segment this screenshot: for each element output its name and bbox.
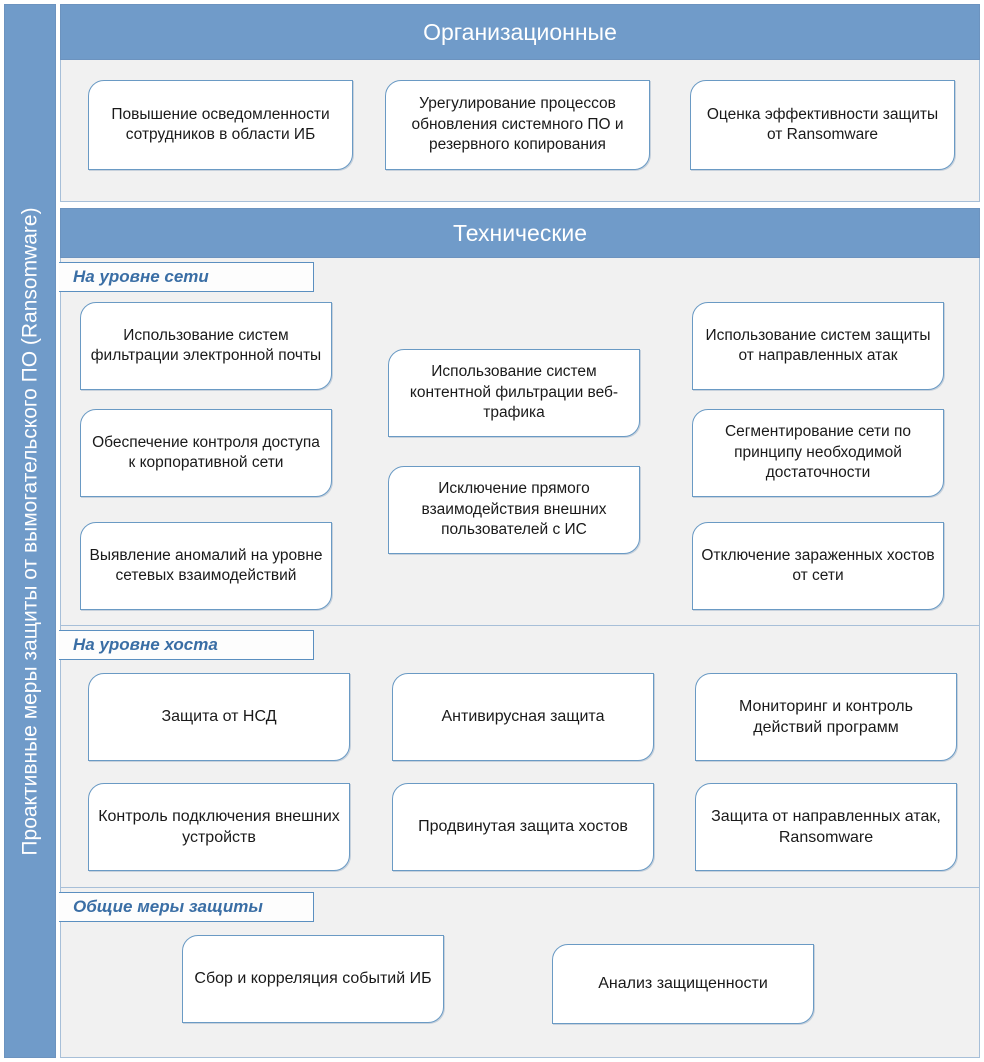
node-net-segmentation[interactable]: Сегментирование сети по принципу необход… bbox=[692, 409, 944, 497]
sublabel-text: На уровне сети bbox=[73, 267, 209, 286]
node-label: Отключение зараженных хостов от сети bbox=[701, 546, 935, 584]
section-header-organizational: Организационные bbox=[60, 4, 980, 60]
node-general-security-analysis[interactable]: Анализ защищенности bbox=[552, 944, 814, 1024]
node-host-advanced-protection[interactable]: Продвинутая защита хостов bbox=[392, 783, 654, 871]
node-label: Исключение прямого взаимодействия внешни… bbox=[421, 480, 607, 539]
node-label: Сегментирование сети по принципу необход… bbox=[724, 423, 912, 482]
node-label: Использование систем защиты от направлен… bbox=[705, 326, 931, 364]
node-label: Анализ защищенности bbox=[598, 975, 768, 993]
node-net-access-control[interactable]: Обеспечение контроля доступа к корпорати… bbox=[80, 409, 332, 497]
node-label: Выявление аномалий на уровне сетевых вза… bbox=[89, 546, 323, 584]
sublabel-text: Общие меры защиты bbox=[73, 897, 263, 916]
node-label: Контроль подключения внешних устройств bbox=[98, 807, 340, 846]
node-org-awareness[interactable]: Повышение осведомленности сотрудников в … bbox=[88, 80, 353, 170]
node-label: Урегулирование процессов обновления сист… bbox=[411, 95, 624, 154]
sublabel-network-level: На уровне сети bbox=[59, 262, 314, 292]
node-label: Защита от НСД bbox=[161, 708, 277, 726]
node-net-isolate-infected-hosts[interactable]: Отключение зараженных хостов от сети bbox=[692, 522, 944, 610]
diagram-vertical-title: Проактивные меры защиты от вымогательско… bbox=[18, 206, 42, 856]
node-label: Использование систем контентной фильтрац… bbox=[409, 363, 619, 422]
node-org-effectiveness[interactable]: Оценка эффективности защиты от Ransomwar… bbox=[690, 80, 955, 170]
node-net-targeted-attack-protection[interactable]: Использование систем защиты от направлен… bbox=[692, 302, 944, 390]
section-header-technical: Технические bbox=[60, 208, 980, 258]
node-net-anomaly-detection[interactable]: Выявление аномалий на уровне сетевых вза… bbox=[80, 522, 332, 610]
sublabel-general-measures: Общие меры защиты bbox=[59, 892, 314, 922]
node-net-no-direct-interaction[interactable]: Исключение прямого взаимодействия внешни… bbox=[388, 466, 640, 554]
node-host-targeted-attack-ransomware[interactable]: Защита от направленных атак, Ransomware bbox=[695, 783, 957, 871]
sublabel-host-level: На уровне хоста bbox=[59, 630, 314, 660]
node-label: Оценка эффективности защиты от Ransomwar… bbox=[706, 105, 939, 143]
node-host-program-monitoring[interactable]: Мониторинг и контроль действий программ bbox=[695, 673, 957, 761]
node-general-event-correlation[interactable]: Сбор и корреляция событий ИБ bbox=[182, 935, 444, 1023]
node-host-antivirus[interactable]: Антивирусная защита bbox=[392, 673, 654, 761]
node-label: Продвинутая защита хостов bbox=[418, 818, 628, 836]
node-label: Использование систем фильтрации электрон… bbox=[90, 326, 322, 364]
node-host-unauthorized-access[interactable]: Защита от НСД bbox=[88, 673, 350, 761]
node-label: Сбор и корреляция событий ИБ bbox=[194, 970, 432, 988]
node-label: Мониторинг и контроль действий программ bbox=[739, 697, 913, 736]
diagram-vertical-title-bar: Проактивные меры защиты от вымогательско… bbox=[4, 4, 56, 1058]
node-label: Защита от направленных атак, Ransomware bbox=[711, 807, 941, 846]
node-org-update-backup[interactable]: Урегулирование процессов обновления сист… bbox=[385, 80, 650, 170]
node-net-web-content-filter[interactable]: Использование систем контентной фильтрац… bbox=[388, 349, 640, 437]
node-label: Обеспечение контроля доступа к корпорати… bbox=[92, 433, 320, 471]
section-header-technical-label: Технические bbox=[452, 219, 588, 246]
sublabel-text: На уровне хоста bbox=[73, 635, 218, 654]
diagram-content: Организационные Повышение осведомленност… bbox=[59, 4, 980, 1058]
node-label: Повышение осведомленности сотрудников в … bbox=[111, 105, 330, 143]
node-label: Антивирусная защита bbox=[441, 708, 605, 726]
section-header-organizational-label: Организационные bbox=[423, 18, 617, 45]
node-net-email-filter[interactable]: Использование систем фильтрации электрон… bbox=[80, 302, 332, 390]
node-host-external-device-control[interactable]: Контроль подключения внешних устройств bbox=[88, 783, 350, 871]
